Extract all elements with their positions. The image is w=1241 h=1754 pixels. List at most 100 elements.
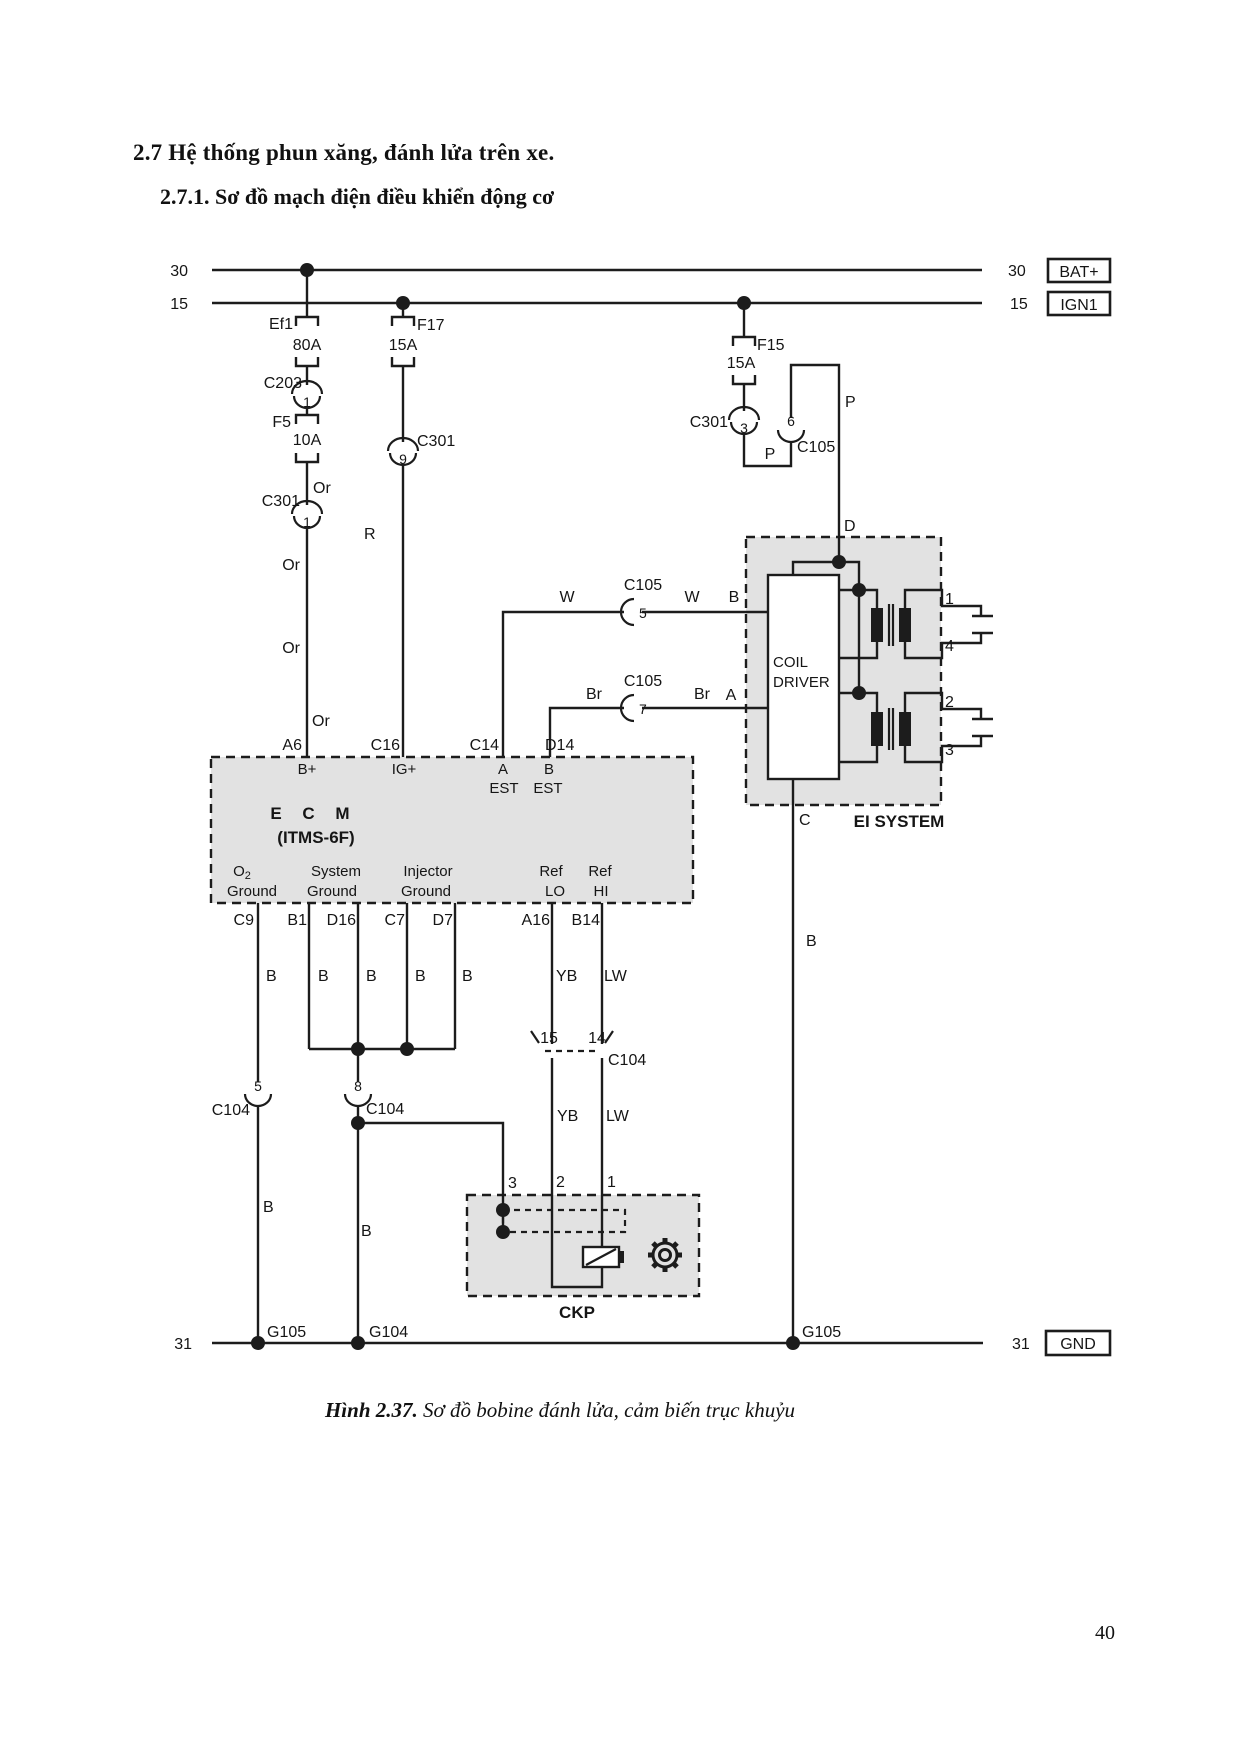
label-c301-pin1: 1 [303,514,311,530]
diagram-labels: 30 15 30 15 BAT+ IGN1 31 31 GND Ef1 80A … [170,263,1098,1353]
ckp-signal-wires [550,903,604,1289]
label-wire-b-d16: B [366,968,377,985]
label-ecm-ref-lo-1: Ref [539,863,563,880]
label-ecm-model: (ITMS-6F) [277,828,354,847]
label-ecm-pin-b1: B1 [287,912,307,929]
label-ecm-o2: O2 [233,863,251,882]
coil1-primary-winding [871,608,883,642]
label-gnd-terminal: GND [1060,1336,1096,1353]
label-ground-g105-right: G105 [802,1324,841,1341]
label-terminal-b: B [729,589,740,606]
label-ecm-pin-d16: D16 [327,912,356,929]
page-number: 40 [1095,1622,1115,1644]
label-fuse-f15: F15 [757,337,785,354]
label-ecm-injector-ground: Ground [401,883,451,900]
label-wire-lw-1: LW [604,968,628,985]
junction-dots [251,263,866,1350]
label-wire-yb-1: YB [556,968,577,985]
label-rail-15-left: 15 [170,296,188,313]
label-connector-c105a: C105 [797,439,835,456]
label-ckp-pin1: 1 [607,1174,616,1191]
wire-ignition-to-ecm [390,303,416,757]
gnd-terminal-box [1044,1329,1112,1357]
label-wire-b-c9: B [266,968,277,985]
label-ecm-system-ground: Ground [307,883,357,900]
label-c104-pin5: 5 [254,1078,262,1094]
label-terminal-d: D [844,518,856,535]
label-c104-pin15: 15 [540,1030,558,1047]
label-rail-31-left: 31 [174,1336,192,1353]
coil-driver-box [766,573,841,781]
label-ckp-pin2: 2 [556,1174,565,1191]
label-c104-pin14: 14 [588,1030,606,1047]
label-wire-w-1: W [559,589,575,606]
label-coil-terminal-3: 3 [945,742,954,759]
label-ecm-pin-a16: A16 [522,912,551,929]
label-connector-c104a: C104 [608,1052,646,1069]
label-ei-system: EI SYSTEM [854,812,945,831]
label-wire-br-1: Br [586,686,603,703]
label-bat-terminal: BAT+ [1059,264,1098,281]
label-ign1-terminal: IGN1 [1060,297,1097,314]
figure-caption-label: Hình 2.37. [324,1398,418,1422]
coil2-secondary-sparkplug [903,691,993,764]
dashed-outlines [209,535,943,1298]
label-ecm-o2-ground: Ground [227,883,277,900]
label-wire-lw-2: LW [606,1108,630,1125]
label-connector-c104c: C104 [366,1101,404,1118]
ecm-ground-wires [256,903,505,1343]
label-fuse-f5-amp: 10A [293,432,322,449]
label-wire-w-2: W [684,589,700,606]
label-connector-c203: C203 [264,375,302,392]
wire-ignition-to-coil [731,303,841,562]
ckp-sensor-symbol [581,1245,624,1269]
label-ecm-est1: EST [489,780,518,797]
label-ecm-name: E C M [270,804,357,823]
label-wire-yb-2: YB [557,1108,578,1125]
label-connector-c301c: C301 [690,414,728,431]
connector-c203-1 [290,379,324,410]
label-coil-terminal-4: 4 [945,638,954,655]
label-ecm-pin-c7: C7 [385,912,406,929]
label-c301-pin3: 3 [740,420,748,436]
label-fuse-f17-amp: 15A [389,337,418,354]
coil1-secondary-winding [899,608,911,642]
label-coil-driver-2: DRIVER [773,674,830,691]
ignition-coil-windings [871,608,911,746]
label-connector-c105b: C105 [624,577,662,594]
label-ecm-pin-d7: D7 [433,912,454,929]
label-connector-c104b: C104 [212,1102,250,1119]
label-rail-31-right: 31 [1012,1336,1030,1353]
label-ecm-pin-a6: A6 [282,737,302,754]
label-ecm-pin-c14: C14 [470,737,499,754]
label-wire-b-right: B [806,933,817,950]
label-fuse-f15-amp: 15A [727,355,756,372]
label-c104-pin8: 8 [354,1078,362,1094]
label-ecm-pin-c9: C9 [234,912,255,929]
label-ecm-pin-c16: C16 [371,737,400,754]
label-fuse-ef1-amp: 80A [293,337,322,354]
connector-c301-1 [290,499,324,530]
wire-battery-to-ecm [294,270,320,757]
ign1-terminal-box [1046,290,1112,317]
label-wire-p-2: P [845,394,856,411]
label-c105-pin6: 6 [787,413,795,429]
label-ecm-ref-hi-2: HI [594,883,609,900]
label-fuse-f5: F5 [272,414,291,431]
label-coil-terminal-1: 1 [945,591,954,608]
connector-symbols [243,379,806,1108]
label-connector-c301b: C301 [417,433,455,450]
connector-c301-9 [386,436,420,467]
label-ecm-pin-d14: D14 [545,737,574,754]
pickup-coil-diagonal [585,1248,617,1266]
wire-est-a [501,610,768,757]
connector-c105-5 [619,597,635,627]
label-ecm-est2: EST [533,780,562,797]
ecm-box-outline [209,755,695,905]
label-connector-c301a: C301 [262,493,300,510]
label-wire-br-2: Br [694,686,711,703]
connector-c105-6 [776,429,806,444]
label-wire-or-1: Or [313,480,331,497]
connector-c104-8 [343,1093,373,1108]
